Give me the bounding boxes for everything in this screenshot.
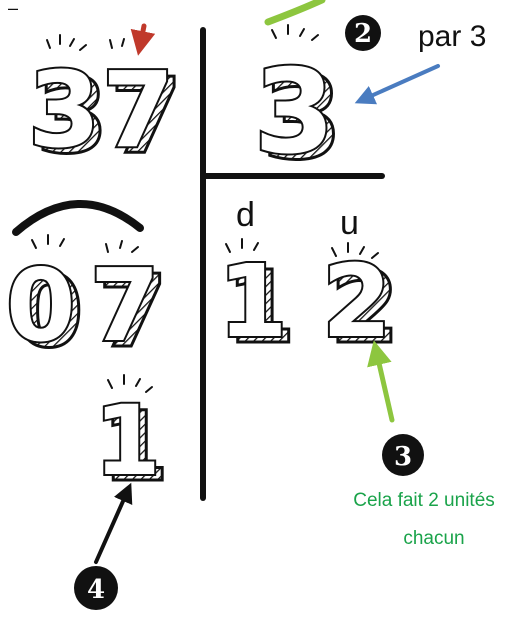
divisor-sparkles [271,24,319,41]
final-remainder-sparkles [107,374,153,393]
svg-text:2: 2 [330,249,400,366]
final-remainder-digit: 1 [94,385,161,497]
green-arrow [367,340,395,423]
quotient-tens-header: d [236,196,255,234]
remainder-sparkles [31,234,139,253]
divisor-digit: 3 [254,45,335,180]
step-2-badge: 2 [345,15,381,51]
step-4-number: 4 [87,575,105,605]
svg-text:1: 1 [226,249,296,366]
svg-text:0: 0 [14,253,84,370]
green-curve-arrow [264,0,326,26]
quotient-units-digit-3d: 2 2 [320,241,401,368]
quotient-tens-digit: 1 [218,243,288,360]
svg-text:3: 3 [262,51,343,186]
quotient-sparkles [225,238,379,259]
remainder-units-digit-3d: 7 7 [88,245,169,372]
dividend-tens-digit: 3 [28,49,100,171]
step-3-text-line2: chacun [403,528,464,549]
final-remainder-digit-3d: 1 1 [92,383,170,505]
step-2-text: par 3 [418,20,486,53]
red-arrow [130,23,156,56]
step-2-number: 2 [354,19,372,49]
remainder-tens-digit: 0 [6,247,76,364]
step-3-badge: 3 [382,434,424,476]
dividend-tens-digit-3d: 3 3 [26,47,110,179]
step-3-number: 3 [394,442,412,472]
quotient-units-header: u [340,204,359,242]
top-mark: – [8,0,18,18]
divisor-digit-3d: 3 3 [252,43,344,188]
grouping-arc [12,200,144,236]
quotient-tens-digit-3d: 1 1 [216,241,297,368]
dividend-units-digit: 7 [102,49,174,171]
remainder-units-digit: 7 [90,247,160,364]
remainder-tens-digit-3d: 0 0 [4,245,85,372]
step-3-text-line1: Cela fait 2 unités [353,490,495,511]
svg-text:7: 7 [98,253,168,370]
black-arrow [94,482,133,564]
dividend-sparkles [46,34,125,51]
quotient-units-digit: 2 [322,243,392,360]
svg-text:1: 1 [102,391,169,503]
svg-text:7: 7 [110,55,182,177]
dividend-units-digit-3d: 7 7 [100,47,184,179]
step-4-badge: 4 [74,566,118,610]
blue-arrow [354,64,440,105]
svg-text:3: 3 [36,55,108,177]
